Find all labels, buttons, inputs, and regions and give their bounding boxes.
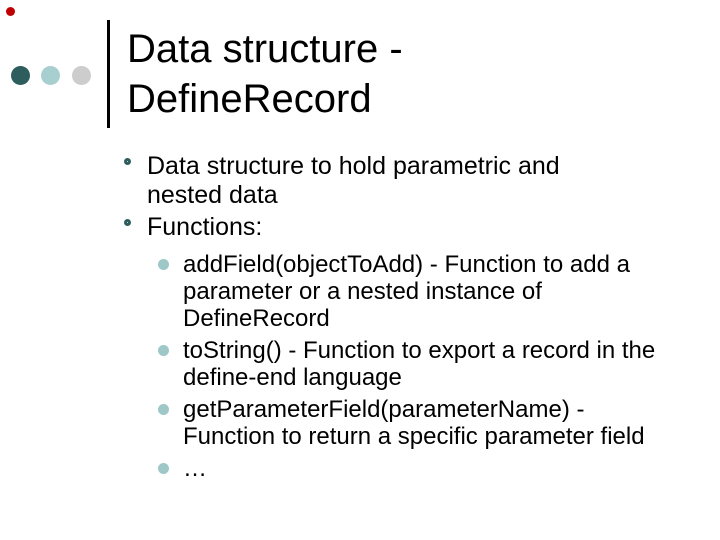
bullet-text: addField(objectToAdd) - Function to add … <box>183 251 630 332</box>
slide-title: Data structure - DefineRecord <box>127 24 403 124</box>
bullet-item-level1: Data structure to hold parametric and ne… <box>122 152 622 210</box>
bullet-item-level2: toString() - Function to export a record… <box>158 337 668 391</box>
slide-body: Data structure to hold parametric and ne… <box>122 152 668 487</box>
open-circle-bullet-icon <box>124 158 131 165</box>
title-divider-line <box>107 20 110 128</box>
bullet-text: getParameterField(parameterName) - Funct… <box>183 396 645 450</box>
bullet-text: … <box>183 455 207 482</box>
filled-circle-bullet-icon <box>158 345 169 356</box>
bullet-item-level2: getParameterField(parameterName) - Funct… <box>158 396 668 450</box>
bullet-text: Data structure to hold parametric and ne… <box>147 152 560 209</box>
filled-circle-bullet-icon <box>158 463 169 474</box>
bullet-text: Functions: <box>147 213 263 241</box>
open-circle-bullet-icon <box>124 219 131 226</box>
bullet-item-level2: addField(objectToAdd) - Function to add … <box>158 251 668 332</box>
light-teal-dot-icon <box>41 66 60 85</box>
slide-title-line-2: DefineRecord <box>127 77 372 121</box>
bullet-item-level2: … <box>158 455 668 482</box>
gray-dot-icon <box>72 66 91 85</box>
filled-circle-bullet-icon <box>158 259 169 270</box>
bullet-item-level1: Functions: <box>122 213 622 242</box>
filled-circle-bullet-icon <box>158 404 169 415</box>
dark-teal-dot-icon <box>11 66 30 85</box>
bullet-text: toString() - Function to export a record… <box>183 337 656 391</box>
red-dot-icon <box>6 7 15 16</box>
slide-title-line-1: Data structure - <box>127 27 403 71</box>
sub-bullet-list: addField(objectToAdd) - Function to add … <box>158 251 668 482</box>
